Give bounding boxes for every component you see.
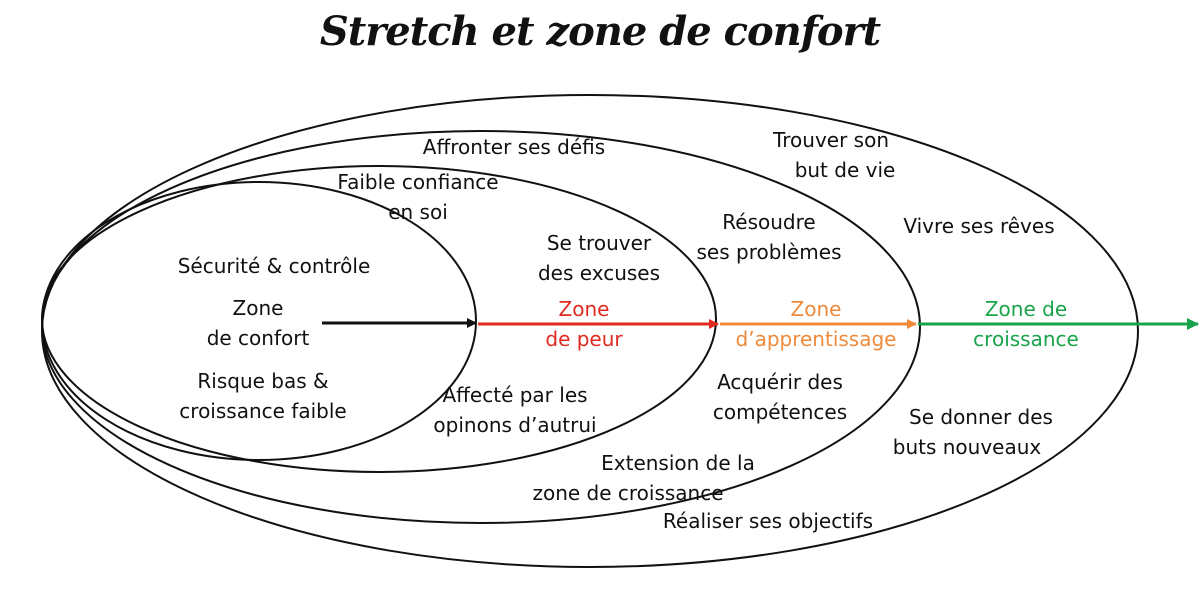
growth-zone-label: Zone de croissance [973,294,1079,354]
growth-zone-line-1: Zone de [984,297,1068,321]
fear-confidence-line-2: en soi [388,200,448,224]
fear-opinions-text: Affecté par les opinons d’autrui [433,380,596,440]
learning-problems-line-1: Résoudre [722,210,816,234]
growth-objectives-text: Réaliser ses objectifs [662,509,874,533]
comfort-risk-text: Risque bas & croissance faible [179,366,346,426]
learning-zone-line-1: Zone [790,297,842,321]
fear-confidence-line-1: Faible confiance [337,170,499,194]
diagram-title: Stretch et zone de confort [319,8,881,55]
growth-zone-line-2: croissance [973,327,1079,351]
fear-zone-line-2: de peur [545,327,623,351]
growth-purpose-line-2: but de vie [794,158,896,182]
fear-opinions-line-2: opinons d’autrui [433,413,597,437]
growth-goals-line-2: buts nouveaux [892,435,1042,459]
fear-excuses-line-2: des excuses [537,261,661,285]
comfort-zone-label: Zone de confort [207,293,310,353]
fear-confidence-text: Faible confiance en soi [337,167,498,227]
growth-dreams-text: Vivre ses rêves [903,214,1055,238]
learning-problems-line-2: ses problèmes [696,240,842,264]
learning-zone-line-2: d’apprentissage [735,327,897,351]
learning-skills-text: Acquérir des compétences [713,367,847,427]
growth-purpose-line-1: Trouver son [772,128,890,152]
growth-purpose-text: Trouver son but de vie [772,125,895,185]
learning-challenges-text: Affronter ses défis [422,135,606,159]
growth-goals-line-1: Se donner des [909,405,1053,429]
learning-zone-label: Zone d’apprentissage [736,294,897,354]
learning-problems-text: Résoudre ses problèmes [697,207,842,267]
fear-opinions-line-1: Affecté par les [442,383,588,407]
comfort-risk-line-2: croissance faible [179,399,347,423]
learning-extension-text: Extension de la zone de croissance [532,448,754,508]
fear-excuses-line-1: Se trouver [546,231,652,255]
fear-excuses-text: Se trouver des excuses [538,228,660,288]
fear-zone-line-1: Zone [558,297,610,321]
comfort-zone-line-1: Zone [232,296,284,320]
learning-skills-line-2: compétences [712,400,848,424]
learning-extension-line-1: Extension de la [601,451,755,475]
learning-extension-line-2: zone de croissance [532,481,724,505]
learning-skills-line-1: Acquérir des [717,370,843,394]
comfort-risk-line-1: Risque bas & [197,369,329,393]
fear-zone-label: Zone de peur [545,294,622,354]
comfort-zone-line-2: de confort [206,326,310,350]
growth-goals-text: Se donner des buts nouveaux [892,402,1053,462]
comfort-security-text: Sécurité & contrôle [177,254,371,278]
